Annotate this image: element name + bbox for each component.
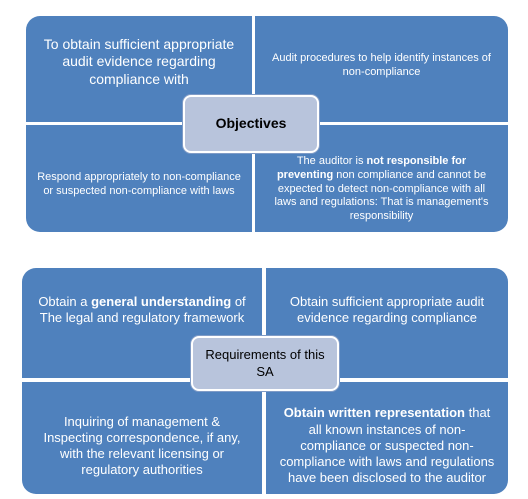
responsibility-text-bold: not responsible for preventing: [276, 155, 467, 181]
objective-audit-evidence: To obtain sufficient appropriate audit e…: [26, 16, 252, 122]
requirement-written-representation: Obtain written representation that all k…: [266, 382, 508, 494]
requirement-inquiring-management: Inquiring of management & Inspecting cor…: [22, 382, 262, 494]
representation-text-bold: Obtain written representation: [283, 405, 465, 421]
responsibility-text-part1: The auditor is: [296, 155, 367, 168]
requirements-center-label: Requirements of this SA: [191, 336, 339, 391]
objective-responsibility-text: The auditor is not responsible for preve…: [269, 155, 494, 224]
objectives-diagram: To obtain sufficient appropriate audit e…: [26, 16, 508, 232]
requirements-title: Requirements of this SA: [205, 347, 325, 379]
requirement-written-representation-text: Obtain written representation that all k…: [276, 405, 498, 486]
requirement-sufficient-evidence-text: Obtain sufficient appropriate audit evid…: [289, 293, 485, 325]
objective-audit-evidence-text: To obtain sufficient appropriate audit e…: [43, 35, 235, 87]
understanding-text-part1: Obtain a: [38, 293, 92, 309]
objective-respond-text: Respond appropriately to non-compliance …: [37, 170, 241, 197]
understanding-text-part2: of The legal and regulatory framework: [39, 293, 246, 325]
objectives-center-label: Objectives: [183, 95, 319, 153]
requirements-diagram: Obtain a general understanding of The le…: [22, 268, 508, 494]
representation-text-part2: that all known instances of non-complian…: [279, 405, 495, 486]
understanding-text-bold: general understanding: [91, 293, 232, 309]
objective-auditor-responsibility: The auditor is not responsible for preve…: [255, 125, 508, 232]
requirement-general-understanding-text: Obtain a general understanding of The le…: [32, 294, 252, 327]
responsibility-text-part2: non compliance and cannot be expected to…: [274, 168, 489, 223]
requirement-inquiring-text: Inquiring of management & Inspecting cor…: [43, 413, 241, 478]
objectives-title: Objectives: [215, 115, 287, 132]
objective-audit-procedures-text: Audit procedures to help identify instan…: [272, 52, 491, 78]
